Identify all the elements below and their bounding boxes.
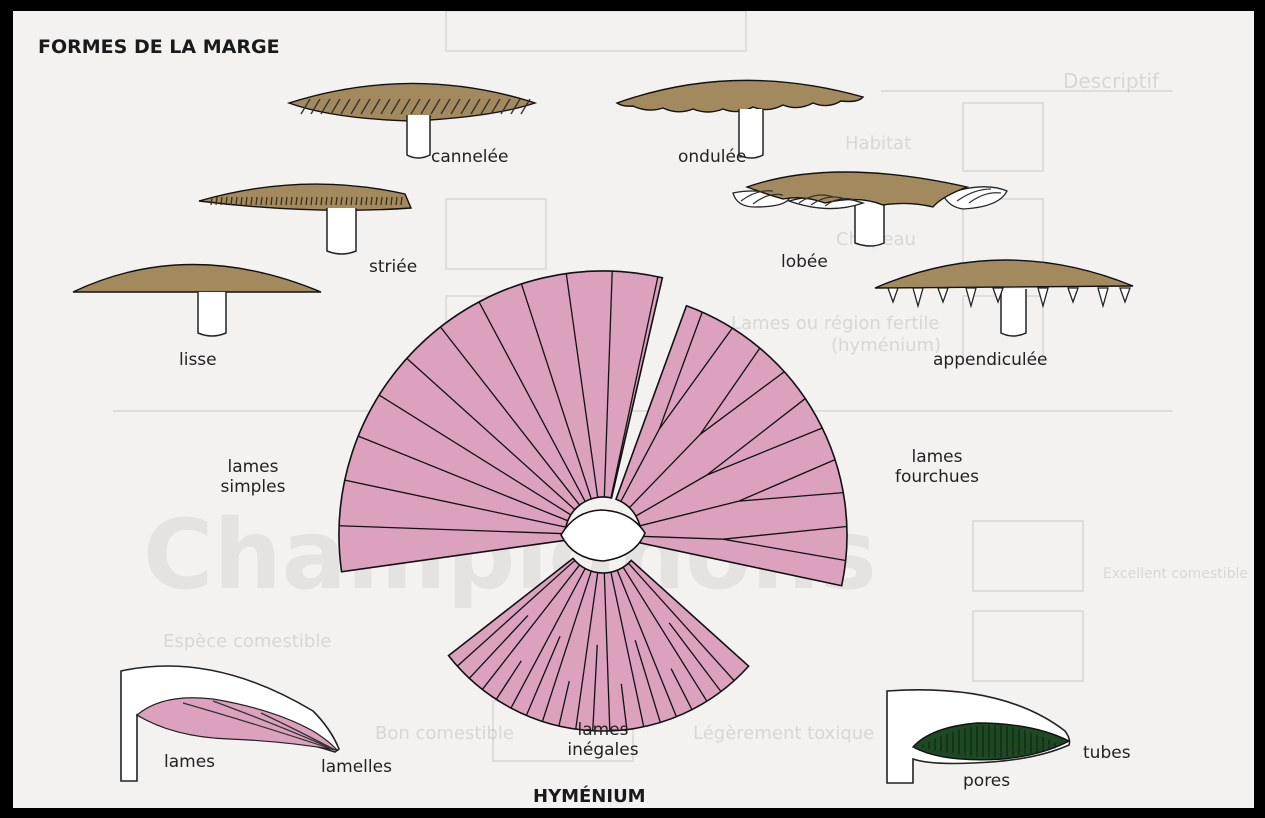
title-formes-de-la-marge: FORMES DE LA MARGE: [38, 36, 280, 58]
label-lames-simples: lames simples: [193, 458, 313, 497]
label-pores: pores: [963, 772, 1010, 792]
label-lames-inegales-line2: inégales: [543, 741, 663, 761]
label-lisse: lisse: [179, 351, 217, 371]
center-ring: [561, 510, 645, 561]
label-appendiculee: appendiculée: [933, 351, 1048, 371]
mushroom-lisse: [73, 265, 321, 337]
label-ondulee: ondulée: [678, 148, 746, 168]
label-lames-fourchues: lames fourchues: [877, 448, 997, 487]
mushroom-striee: [199, 184, 411, 254]
label-striee: striée: [369, 258, 417, 278]
section-lames: [121, 666, 339, 781]
fan-lames-fourchues: [616, 306, 847, 586]
label-lames: lames: [164, 753, 215, 773]
label-lames-fourchues-line2: fourchues: [877, 468, 997, 488]
paper-sheet: Descriptif Habitat Chapeau Lames ou régi…: [13, 11, 1254, 808]
label-tubes: tubes: [1083, 744, 1131, 764]
label-lames-simples-line2: simples: [193, 478, 313, 498]
diagram-canvas: [13, 11, 1254, 808]
title-hymenium: HYMÉNIUM: [533, 786, 646, 807]
label-lamelles: lamelles: [321, 758, 392, 778]
label-cannelee: cannelée: [431, 148, 508, 168]
section-tubes: [887, 690, 1070, 783]
mushroom-appendiculee: [875, 260, 1133, 336]
label-lames-simples-line1: lames: [193, 458, 313, 478]
label-lames-fourchues-line1: lames: [877, 448, 997, 468]
label-lames-inegales: lames inégales: [543, 721, 663, 760]
label-lobee: lobée: [781, 253, 828, 273]
mushroom-lobee: [733, 172, 1007, 246]
fan-lames-inegales: [449, 558, 749, 731]
label-lames-inegales-line1: lames: [543, 721, 663, 741]
